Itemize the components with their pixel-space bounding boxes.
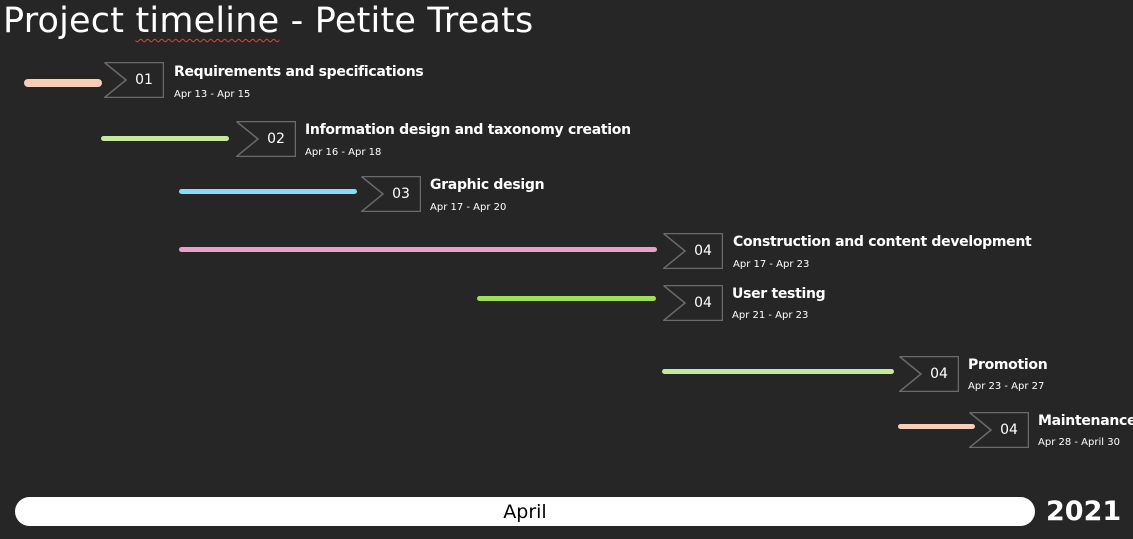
task-bar: [24, 79, 102, 87]
year-label: 2021: [1046, 496, 1122, 527]
flag-shape-icon: [663, 233, 723, 269]
task-number: 04: [694, 295, 712, 311]
task-dates: Apr 17 - Apr 20: [430, 202, 507, 213]
flag-shape-icon: [663, 285, 723, 321]
task-number: 03: [392, 186, 410, 202]
task-name: Construction and content development: [733, 234, 1032, 250]
task-bar: [101, 136, 229, 141]
month-bar: April: [15, 497, 1035, 526]
flag-shape-icon: [361, 176, 421, 212]
month-label: April: [503, 501, 547, 523]
task-name: Requirements and specifications: [174, 64, 424, 80]
flag-shape-icon: [104, 62, 164, 98]
task-number: 04: [694, 243, 712, 259]
task-dates: Apr 23 - Apr 27: [968, 381, 1045, 392]
task-number: 02: [267, 131, 285, 147]
task-number-flag: 02: [236, 121, 296, 157]
task-bar: [898, 424, 975, 429]
title-misspelled-word: timeline: [135, 1, 280, 41]
task-bar: [477, 296, 656, 301]
title-suffix: - Petite Treats: [279, 1, 534, 41]
task-number-flag: 04: [969, 412, 1029, 448]
task-number-flag: 03: [361, 176, 421, 212]
flag-shape-icon: [969, 412, 1029, 448]
task-number-flag: 04: [663, 285, 723, 321]
task-bar: [179, 247, 657, 252]
task-bar: [179, 189, 357, 194]
title-prefix: Project: [3, 1, 136, 41]
task-dates: Apr 21 - Apr 23: [732, 310, 809, 321]
task-name: Maintenance: [1038, 413, 1133, 429]
task-number-flag: 04: [663, 233, 723, 269]
task-dates: Apr 28 - April 30: [1038, 437, 1120, 448]
task-dates: Apr 17 - Apr 23: [733, 259, 810, 270]
task-number-flag: 04: [899, 356, 959, 392]
task-name: User testing: [732, 286, 826, 302]
task-dates: Apr 16 - Apr 18: [305, 147, 382, 158]
task-name: Promotion: [968, 357, 1048, 373]
task-number: 04: [1000, 422, 1018, 438]
flag-shape-icon: [236, 121, 296, 157]
task-name: Graphic design: [430, 177, 545, 193]
task-name: Information design and taxonomy creation: [305, 122, 631, 138]
task-number: 01: [135, 72, 153, 88]
flag-shape-icon: [899, 356, 959, 392]
task-dates: Apr 13 - Apr 15: [174, 89, 251, 100]
task-bar: [662, 369, 894, 374]
slide-title: Project timeline - Petite Treats: [3, 0, 533, 45]
task-number: 04: [930, 366, 948, 382]
task-number-flag: 01: [104, 62, 164, 98]
